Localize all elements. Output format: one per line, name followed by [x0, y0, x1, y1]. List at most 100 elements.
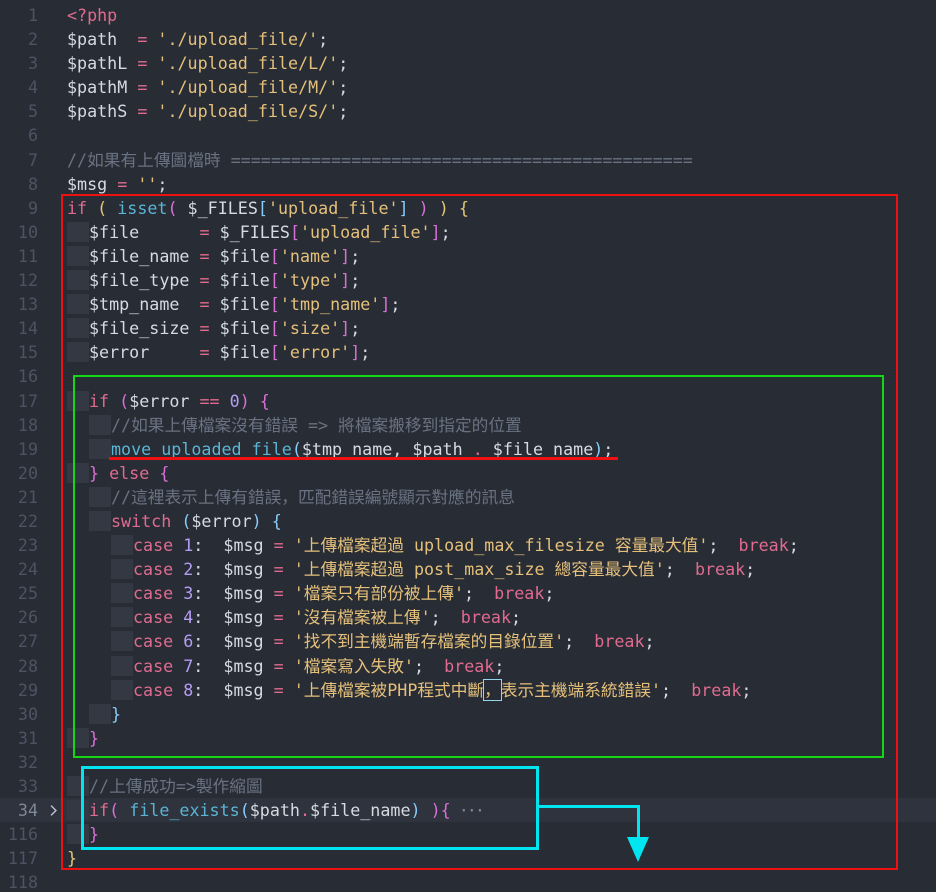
- token-kw: .: [299, 800, 311, 821]
- token-pl: $pathL: [67, 53, 138, 74]
- token-pl: ;: [708, 535, 739, 556]
- fold-column: [38, 148, 67, 172]
- token-pl: $error: [129, 390, 200, 411]
- code-line-7[interactable]: 7//如果有上傳圖檔時 ============================…: [0, 148, 936, 172]
- token-nu: 3: [183, 583, 194, 604]
- code-line-3[interactable]: 3$pathL = './upload_file/L/';: [0, 51, 936, 75]
- code-line-19[interactable]: 19 move_uploaded_file($tmp_name, $path .…: [0, 437, 936, 461]
- code-line-22[interactable]: 22 switch ($error) {: [0, 509, 936, 533]
- code-line-32[interactable]: 32: [0, 750, 936, 774]
- token-st: 'error': [279, 342, 351, 363]
- line-number: 4: [27, 77, 38, 98]
- code-line-4[interactable]: 4 $pathM = './upload_file/M/';: [0, 75, 936, 99]
- code-text: $pathL = './upload_file/L/';: [67, 51, 348, 75]
- token-st: '上傳檔案超過 upload_max_filesize 容量最大值': [293, 535, 709, 556]
- code-line-13[interactable]: 13 $tmp_name = $file['tmp_name'];: [0, 292, 936, 316]
- token-pl: ;: [350, 245, 361, 266]
- token-pl: [284, 631, 294, 651]
- code-line-28[interactable]: 28 case 7: $msg = '檔案寫入失敗'; break;: [0, 654, 936, 678]
- code-line-31[interactable]: 31 }: [0, 726, 936, 750]
- token-b2: (: [119, 390, 130, 411]
- code-line-118[interactable]: 118: [0, 870, 936, 892]
- code-line-117[interactable]: 117}: [0, 846, 936, 870]
- code-line-15[interactable]: 15 $error = $file['error'];: [0, 340, 936, 364]
- token-b2: ]: [340, 318, 351, 339]
- token-st: '': [137, 173, 158, 194]
- fold-column: [38, 172, 67, 196]
- token-b2: ]: [340, 270, 351, 291]
- code-line-33[interactable]: 33 //上傳成功=>製作縮圖: [0, 774, 936, 798]
- code-line-1[interactable]: 1<?php: [0, 3, 936, 27]
- code-line-14[interactable]: 14 $file_size = $file['size'];: [0, 316, 936, 340]
- token-b2: (: [167, 197, 178, 218]
- token-ind: [111, 607, 133, 628]
- token-ws: [67, 680, 111, 700]
- code-text: $pathM = './upload_file/M/';: [67, 75, 348, 99]
- token-b2: (: [109, 800, 120, 821]
- token-kw: if: [89, 390, 110, 411]
- fold-chevron-icon[interactable]: [47, 804, 60, 817]
- code-line-16[interactable]: 16: [0, 364, 936, 388]
- line-number: 8: [27, 173, 38, 194]
- code-line-23[interactable]: 23 case 1: $msg = '上傳檔案超過 upload_max_fil…: [0, 533, 936, 557]
- code-line-12[interactable]: 12 $file_type = $file['type'];: [0, 268, 936, 292]
- token-ws: [67, 631, 111, 651]
- code-line-10[interactable]: 10 $file = $_FILES['upload_file'];: [0, 220, 936, 244]
- code-line-116[interactable]: 116 }: [0, 822, 936, 846]
- token-kw: =: [273, 631, 284, 652]
- fold-column: [38, 533, 67, 557]
- code-line-30[interactable]: 30 }: [0, 702, 936, 726]
- token-nu: 2: [183, 559, 194, 580]
- token-ubox: ，: [483, 678, 502, 701]
- code-text: move_uploaded_file($tmp_name, $path . $f…: [67, 437, 613, 461]
- code-line-17[interactable]: 17 if ($error == 0) {: [0, 389, 936, 413]
- token-b2: ]: [430, 221, 441, 242]
- code-text: $msg = '';: [67, 172, 167, 196]
- code-line-8[interactable]: 8 $msg = '';: [0, 172, 936, 196]
- token-b2: ]: [340, 245, 351, 266]
- token-pl: $msg: [67, 173, 118, 194]
- fold-column: [38, 75, 67, 99]
- token-ws: [67, 704, 89, 724]
- code-line-5[interactable]: 5$pathS = './upload_file/S/';: [0, 99, 936, 123]
- token-pl: : $msg: [193, 559, 274, 580]
- fold-column: [38, 364, 67, 388]
- code-line-2[interactable]: 2$path = './upload_file/';: [0, 27, 936, 51]
- token-st: 'type': [279, 270, 341, 291]
- code-line-29[interactable]: 29 case 8: $msg = '上傳檔案被PHP程式中斷，表示主機端系統錯…: [0, 678, 936, 702]
- code-line-27[interactable]: 27 case 6: $msg = '找不到主機端暫存檔案的目錄位置'; bre…: [0, 629, 936, 653]
- code-line-21[interactable]: 21 //這裡表示上傳有錯誤，匹配錯誤編號顯示對應的訊息: [0, 485, 936, 509]
- token-pl: : $msg: [193, 679, 274, 700]
- fold-column: [38, 461, 67, 485]
- code-line-24[interactable]: 24 case 2: $msg = '上傳檔案超過 post_max_size …: [0, 557, 936, 581]
- token-pl: $file: [89, 221, 200, 242]
- folded-code-ellipsis[interactable]: ···: [450, 800, 485, 821]
- code-line-11[interactable]: 11 $file_name = $file['name'];: [0, 244, 936, 268]
- token-pl: ;: [664, 559, 695, 580]
- code-line-6[interactable]: 6: [0, 123, 936, 147]
- token-b2: ): [239, 390, 250, 411]
- line-number: 25: [17, 583, 38, 604]
- code-line-26[interactable]: 26 case 4: $msg = '沒有檔案被上傳'; break;: [0, 605, 936, 629]
- code-text: }: [67, 702, 121, 726]
- token-b2: [: [269, 245, 280, 266]
- token-pl: [284, 535, 294, 555]
- token-pl: [250, 391, 260, 411]
- token-b2: }: [89, 824, 100, 845]
- code-line-20[interactable]: 20 } else {: [0, 461, 936, 485]
- code-text: case 6: $msg = '找不到主機端暫存檔案的目錄位置'; break;: [67, 629, 655, 653]
- token-ind: [67, 270, 89, 291]
- code-line-34[interactable]: 34 if( file_exists($path.$file_name) ){ …: [0, 798, 936, 823]
- token-pl: ;: [741, 679, 752, 700]
- token-ind: [67, 294, 89, 315]
- line-number: 27: [17, 631, 38, 652]
- line-number: 5: [27, 101, 38, 122]
- code-line-25[interactable]: 25 case 3: $msg = '檔案只有部份被上傳'; break;: [0, 581, 936, 605]
- token-pl: $file_name: [482, 438, 594, 459]
- token-b2: }: [89, 462, 100, 483]
- code-line-18[interactable]: 18 //如果上傳檔案沒有錯誤 => 將檔案搬移到指定的位置: [0, 413, 936, 437]
- token-fn: move_uploaded_file: [111, 438, 292, 459]
- token-pl: $file_size: [89, 318, 200, 339]
- line-number: 117: [7, 848, 38, 869]
